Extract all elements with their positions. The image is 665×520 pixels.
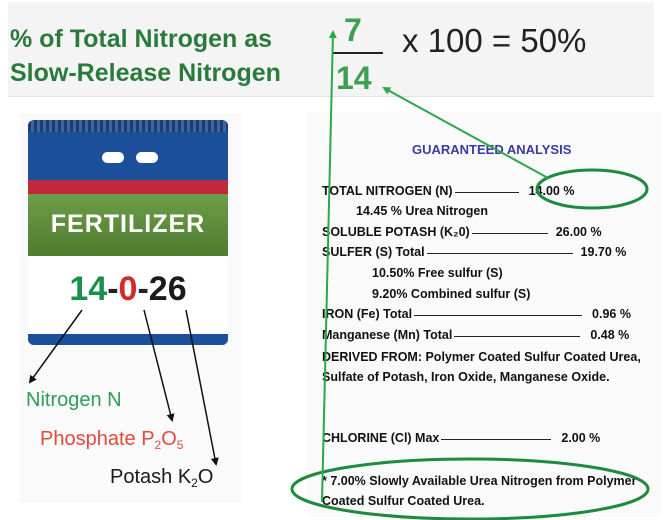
bag-green-band [28, 194, 228, 256]
bag-handle-hole [102, 152, 124, 163]
footnote-text: * 7.00% Slowly Available Urea Nitrogen f… [322, 474, 637, 508]
total-nitrogen-row: TOTAL NITROGEN (N) 14.00 % [322, 183, 574, 200]
total-nitrogen-value: 14.00 % [528, 184, 575, 198]
derived-from-text: DERIVED FROM: Polymer Coated Sulfur Coat… [322, 350, 641, 384]
phosphate-sub-1: 2 [154, 438, 162, 452]
soluble-potash-text: SOLUBLE POTASH (K₂0) [322, 225, 470, 239]
npk-separator: - [137, 270, 149, 308]
combined-sulfur-row: 9.20% Combined sulfur (S) [372, 287, 531, 301]
fraction-bar [333, 52, 383, 54]
fertilizer-bag-image: FERTILIZER 14-0-26 [28, 120, 228, 345]
npk-k-value: 26 [148, 270, 187, 308]
npk-ratio: 14-0-26 [28, 270, 228, 309]
fraction-numerator: 7 [344, 12, 362, 48]
manganese-value: 0.48 % [590, 328, 630, 342]
phosphate-label: Phosphate P2O5 [40, 428, 183, 452]
total-nitrogen-text: TOTAL NITROGEN (N) [322, 184, 453, 198]
manganese-row: Manganese (Mn) Total 0.48 % [322, 327, 629, 344]
potash-text: Potash K [110, 466, 192, 488]
sulfer-value: 19.70 % [580, 245, 627, 259]
headline: % of Total Nitrogen as Slow-Release Nitr… [10, 22, 281, 90]
iron-value: 0.96 % [592, 307, 631, 321]
potash-sub: 2 [191, 476, 198, 490]
soluble-potash-row: SOLUBLE POTASH (K₂0) 26.00 % [322, 224, 602, 241]
iron-text: IRON (Fe) Total [322, 307, 413, 321]
npk-n-value: 14 [69, 270, 108, 308]
chlorine-text: CHLORINE (Cl) Max [322, 431, 440, 445]
npk-separator: - [107, 270, 119, 308]
phosphate-sub-2: 5 [176, 438, 184, 452]
bag-brand-text: FERTILIZER [50, 210, 206, 238]
bag-seal [28, 120, 228, 132]
iron-row: IRON (Fe) Total 0.96 % [322, 306, 631, 323]
phosphate-oxygen: O [161, 428, 177, 450]
urea-nitrogen-row: 14.45 % Urea Nitrogen [356, 204, 488, 218]
sulfer-text: SULFER (S) Total [322, 245, 425, 259]
potash-label: Potash K2O [110, 466, 213, 490]
free-sulfur-row: 10.50% Free sulfur (S) [372, 266, 503, 280]
bag-red-stripe [28, 180, 228, 194]
headline-line-1: % of Total Nitrogen as [10, 25, 273, 53]
bag-handle-hole [136, 152, 158, 163]
formula-result: x 100 = 50% [402, 22, 587, 59]
potash-oxygen: O [197, 466, 214, 488]
manganese-text: Manganese (Mn) Total [322, 328, 453, 342]
soluble-potash-value: 26.00 % [555, 225, 602, 239]
npk-p-value: 0 [118, 270, 138, 308]
phosphate-text: Phosphate P [40, 428, 155, 450]
chlorine-value: 2.00 % [561, 431, 601, 445]
sulfer-row: SULFER (S) Total 19.70 % [322, 244, 626, 261]
bag-base [28, 334, 228, 345]
chlorine-row: CHLORINE (Cl) Max 2.00 % [322, 430, 600, 447]
headline-line-2: Slow-Release Nitrogen [10, 59, 281, 87]
nitrogen-label: Nitrogen N [26, 389, 122, 411]
label-title: GUARANTEED ANALYSIS [412, 142, 572, 157]
fraction-denominator: 14 [336, 60, 372, 96]
